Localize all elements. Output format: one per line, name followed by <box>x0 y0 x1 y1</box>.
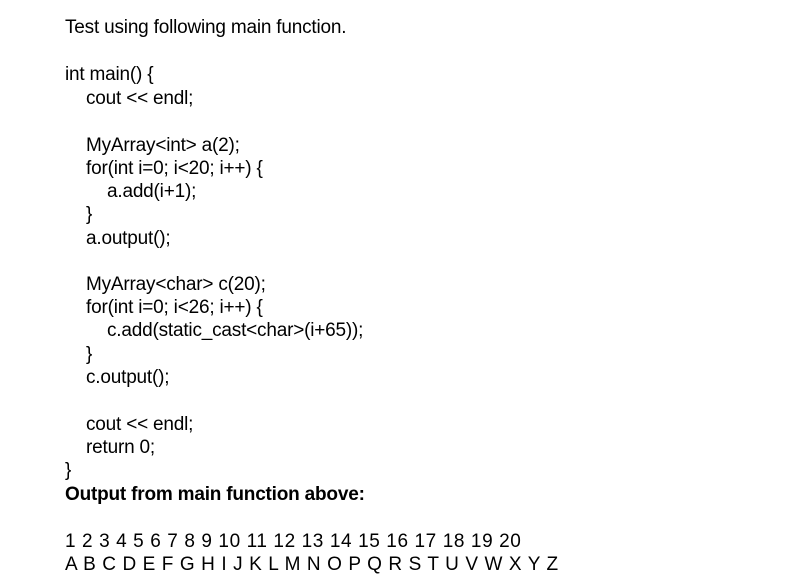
output-heading: Output from main function above: <box>65 484 365 505</box>
intro-text: Test using following main function. <box>65 17 347 38</box>
code-line: a.output(); <box>86 228 171 249</box>
code-line: } <box>86 344 93 365</box>
code-line: } <box>65 460 72 481</box>
code-line: for(int i=0; i<26; i++) { <box>86 297 263 318</box>
code-line: MyArray<char> c(20); <box>86 274 266 295</box>
code-line: int main() { <box>65 64 154 85</box>
code-line: } <box>86 204 93 225</box>
output-line-letters: A B C D E F G H I J K L M N O P Q R S T … <box>65 554 559 575</box>
code-line: cout << endl; <box>86 88 194 109</box>
code-line: c.output(); <box>86 367 170 388</box>
code-line: c.add(static_cast<char>(i+65)); <box>107 320 364 341</box>
code-line: return 0; <box>86 437 155 458</box>
output-line-numbers: 1 2 3 4 5 6 7 8 9 10 11 12 13 14 15 16 1… <box>65 531 522 552</box>
code-line: for(int i=0; i<20; i++) { <box>86 158 263 179</box>
code-line: a.add(i+1); <box>107 181 197 202</box>
code-line: cout << endl; <box>86 414 194 435</box>
code-line: MyArray<int> a(2); <box>86 135 240 156</box>
